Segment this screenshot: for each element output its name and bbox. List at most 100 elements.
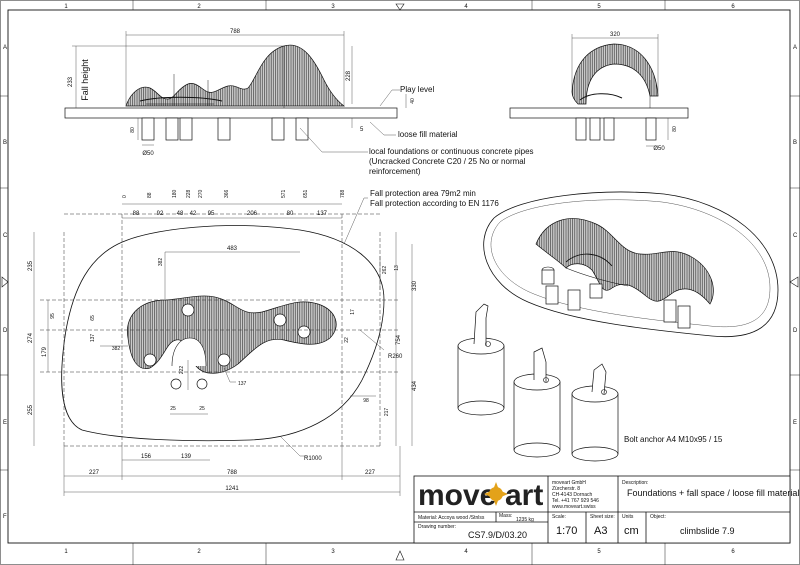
- center-mark-right: [789, 276, 799, 288]
- side-dim-diameter: Ø50: [653, 146, 665, 152]
- plan-bottom-788: 788: [227, 470, 238, 476]
- elevation-structure: [125, 44, 346, 107]
- plan-bottom-227a: 227: [89, 470, 100, 476]
- plan-radius-1000: R1000: [304, 456, 322, 462]
- plan-anchor-5: [217, 353, 231, 367]
- iso-pier-1-body: [541, 269, 555, 285]
- row-label-a: A: [3, 45, 7, 51]
- row-label-f: F: [3, 514, 7, 520]
- fall-standard-label: Fall protection according to EN 1176: [370, 199, 499, 208]
- col-label-2-bottom: 2: [197, 549, 201, 555]
- bolt-anchor-3: [571, 363, 619, 462]
- plan-anchor-6: [170, 378, 182, 390]
- plan-dim-382-top: 382: [158, 258, 164, 267]
- elevation-dim-diameter: Ø50: [142, 151, 154, 157]
- plan-seg-95: 95: [208, 211, 215, 217]
- plan-dim-17: 17: [350, 309, 356, 315]
- plan-seg-137: 137: [317, 211, 328, 217]
- plan-anchor-2: [273, 313, 287, 327]
- plan-seg-80: 80: [287, 211, 294, 217]
- plan-dim-13: 13: [394, 265, 400, 271]
- plan-dim-95: 95: [50, 313, 56, 319]
- elevation-pier-2: [165, 117, 179, 141]
- col-label-5: 5: [597, 4, 601, 10]
- plan-dim-262: 262: [382, 266, 388, 275]
- elevation-dim-40: 40: [410, 98, 416, 104]
- row-label-e: E: [3, 420, 7, 426]
- row-label-d-right: D: [793, 328, 798, 334]
- plan-seg-206: 206: [247, 211, 258, 217]
- col-label-4: 4: [464, 4, 468, 10]
- foundation-note-2: (Uncracked Concrete C20 / 25 No or norma…: [369, 157, 526, 166]
- col-label-6: 6: [731, 4, 735, 10]
- fall-protection-area-outline: [61, 225, 385, 442]
- row-label-c-right: C: [793, 233, 798, 239]
- logo-move-text: move: [418, 479, 496, 512]
- plan-seg-48: 48: [177, 211, 184, 217]
- company-street: Zürcherstr. 8: [552, 486, 580, 492]
- plan-anchor-7: [196, 378, 208, 390]
- sheet-size-value: A3: [594, 525, 607, 537]
- company-name: moveart GmbH: [552, 480, 586, 486]
- plan-dim-98: 98: [363, 398, 369, 404]
- description-label: Description:: [622, 480, 648, 486]
- plan-dim-65: 65: [90, 315, 96, 321]
- plan-dim-483: 483: [227, 246, 238, 252]
- mass-value: 1235 kg: [516, 517, 534, 523]
- description-value: Foundations + fall space / loose fill ma…: [627, 488, 799, 498]
- iso-pier-4: [589, 283, 603, 299]
- title-block: move art moveart GmbH Zürcherstr. 8 CH-4…: [413, 475, 799, 544]
- isometric-view: [483, 191, 779, 338]
- mass-label: Mass:: [499, 513, 512, 519]
- scale-label: Scale:: [552, 514, 566, 520]
- col-label-5-bottom: 5: [597, 549, 601, 555]
- iso-pier-5: [663, 299, 677, 323]
- plan-top-tick-571: 571: [281, 189, 287, 198]
- side-pier-3: [603, 117, 615, 141]
- col-label-3-bottom: 3: [331, 549, 335, 555]
- iso-base-inner: [490, 199, 771, 328]
- col-label-4-bottom: 4: [464, 549, 468, 555]
- plan-top-tick-788: 788: [340, 189, 346, 198]
- plan-dim-22: 22: [344, 337, 350, 343]
- plan-top-tick-0: 0: [122, 195, 128, 198]
- logo-sun-icon: [484, 482, 508, 506]
- bolt-anchor-2: [513, 347, 561, 458]
- plan-top-tick-88: 88: [147, 192, 153, 198]
- object-value: climbslide 7.9: [680, 526, 735, 536]
- col-label-2: 2: [197, 4, 201, 10]
- iso-pier-3: [567, 289, 581, 311]
- side-pier-2: [589, 117, 601, 141]
- side-pier-4: [645, 117, 657, 141]
- side-structure: [571, 43, 659, 105]
- elevation-pier-6: [295, 117, 309, 141]
- col-label-1-bottom: 1: [64, 549, 68, 555]
- plan-dim-left-235: 235: [28, 260, 34, 271]
- bolt-anchor-detail: Bolt anchor A4 M10x95 / 15: [457, 303, 723, 462]
- plan-anchor-4: [143, 353, 157, 367]
- plan-dim-222: 222: [179, 366, 185, 375]
- col-label-3: 3: [331, 4, 335, 10]
- company-phone: Tel. +41 767 929 546: [552, 498, 599, 504]
- company-web: www.moveart.swiss: [552, 504, 596, 510]
- row-label-a-right: A: [793, 45, 797, 51]
- plan-dim-left-274: 274: [28, 332, 34, 343]
- iso-pier-6: [677, 305, 691, 329]
- row-label-e-right: E: [793, 420, 797, 426]
- elevation-dim-s: 5: [360, 127, 364, 133]
- plan-top-tick-270: 270: [198, 189, 204, 198]
- plan-radius-260: R260: [388, 354, 403, 360]
- plan-top-tick-180: 180: [172, 189, 178, 198]
- elevation-dim-228: 228: [346, 70, 352, 81]
- sheet-size-label: Sheet size:: [590, 514, 615, 520]
- col-label-6-bottom: 6: [731, 549, 735, 555]
- side-ground-slab: [509, 107, 689, 119]
- plan-dim-left-255: 255: [28, 404, 34, 415]
- side-dim-80: 80: [672, 126, 678, 132]
- row-label-c: C: [3, 233, 8, 239]
- plan-dim-25a: 25: [170, 406, 176, 412]
- center-mark-left: [1, 276, 9, 288]
- center-mark-top: [395, 3, 405, 11]
- elevation-pier-5: [271, 117, 285, 141]
